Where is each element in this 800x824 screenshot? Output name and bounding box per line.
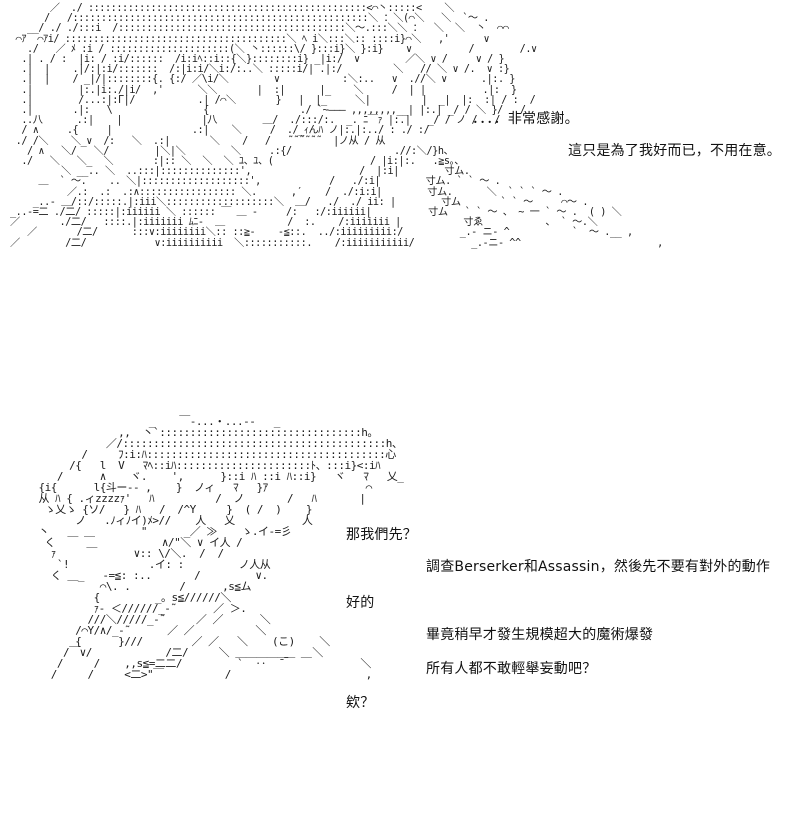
dialogue-line-okay: 好的 bbox=[346, 595, 375, 611]
dialogue-line-then-we: 那我們先？ bbox=[346, 527, 417, 543]
top-panel: ／ ./ :::::::::::::::::::::::::::::::::::… bbox=[0, 0, 800, 410]
dialogue-line-no-rash-moves: 所有人都不敢輕舉妄動吧？ bbox=[426, 661, 597, 677]
dialogue-line-thanks: ．．．．非常感謝。 bbox=[472, 111, 579, 127]
ascii-art-characters-top: ／ ./ :::::::::::::::::::::::::::::::::::… bbox=[10, 3, 663, 249]
dialogue-line-investigate: 調查Berserker和Assassin，然後先不要有對外的動作 bbox=[426, 559, 771, 575]
dialogue-line-eh: 欸？ bbox=[346, 695, 375, 711]
dialogue-line-magic-explosion: 畢竟稍早才發生規模超大的魔術爆發 bbox=[426, 627, 654, 643]
bottom-panel: _ ￣-...・...-- _ ,, 丶`:::::::::::::::::::… bbox=[0, 414, 800, 824]
ascii-art-character-bottom: _ ￣-...・...-- _ ,, 丶`:::::::::::::::::::… bbox=[38, 415, 404, 681]
dialogue-line-dont-mind: 這只是為了我好而已，不用在意。 bbox=[568, 143, 781, 159]
